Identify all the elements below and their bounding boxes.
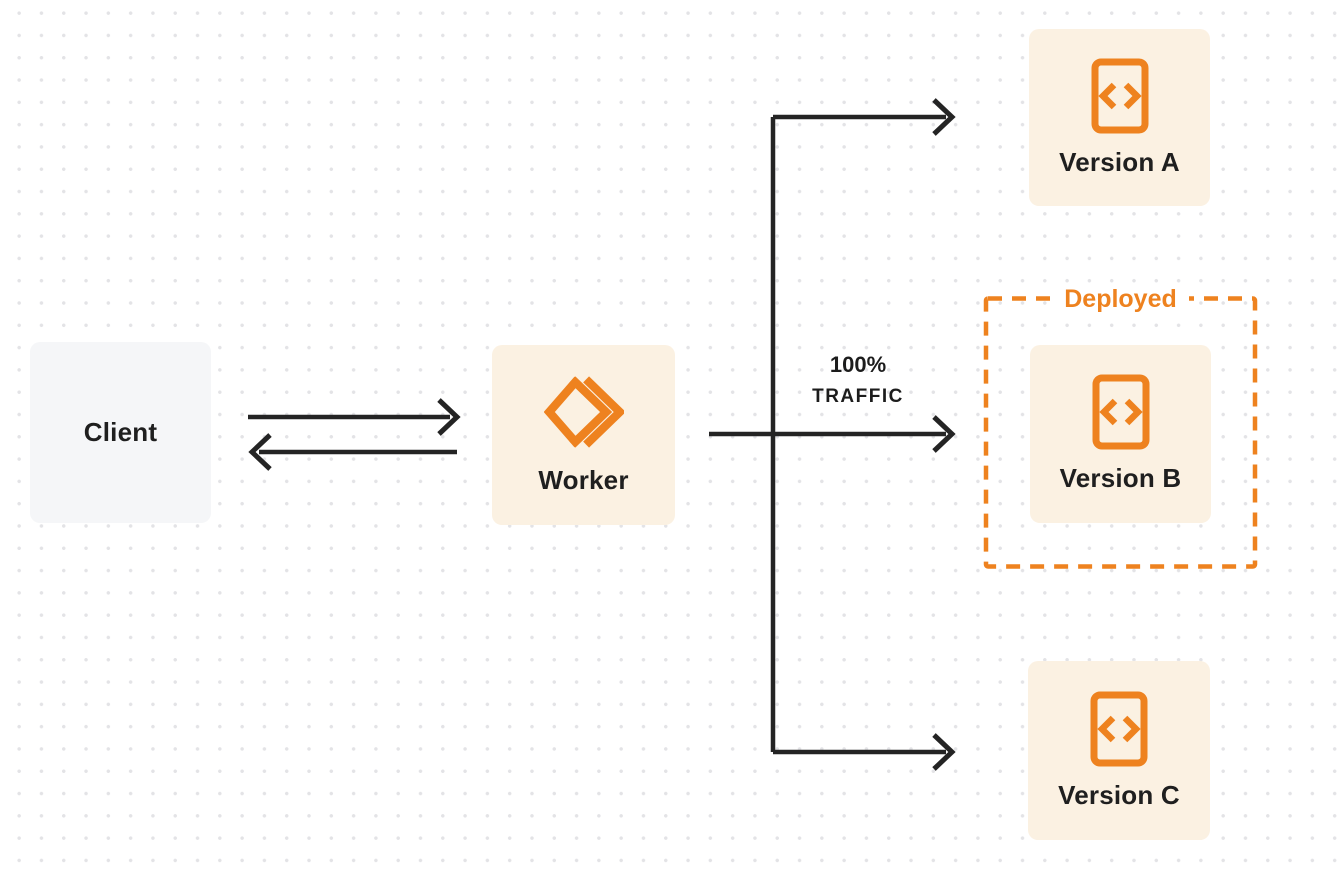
traffic-annotation: 100% TRAFFIC [780,349,936,413]
version-c-node: Version C [1028,661,1210,840]
worker-label: Worker [538,464,629,495]
traffic-word-text: TRAFFIC [812,386,904,407]
version-a-label: Version A [1059,146,1180,177]
client-to-worker-arrow [248,398,461,436]
version-b-label: Version B [1059,463,1182,493]
version-c-label: Version C [1058,779,1180,810]
deployed-annotation: Deployed [986,284,1255,314]
client-node: Client [30,342,211,523]
arrow-to-version-a [773,98,956,136]
worker-to-client-arrow [248,433,457,471]
traffic-percent-text: 100% [829,352,887,377]
arrow-to-version-b [932,415,956,453]
client-label: Client [83,417,158,447]
code-file-icon [1091,58,1148,133]
version-a-node: Version A [1029,29,1210,206]
arrow-to-version-c [773,733,956,771]
version-b-node: Version B [1030,345,1211,523]
traffic-branch-line [709,117,946,752]
workers-logo-icon [543,375,624,448]
worker-node: Worker [492,345,675,525]
deployed-text: Deployed [1052,284,1189,314]
code-file-icon [1090,691,1148,766]
code-file-icon [1092,374,1149,450]
